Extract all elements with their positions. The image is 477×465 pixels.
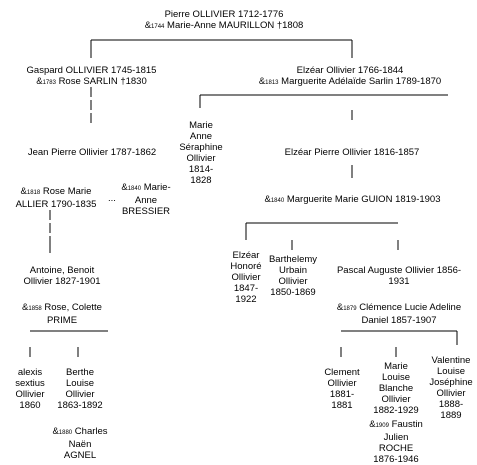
spouse-name: Marguerite Adélaïde Sarlin 1789-1870 <box>281 76 442 87</box>
marriage-clemence-lucie-adeline-daniel: &1879 Clémence Lucie Adeline Daniel 1857… <box>336 302 462 326</box>
marriage-year: 1840 <box>127 186 142 192</box>
node-marie-louise-blanche-ollivier: Marie Louise Blanche Ollivier 1882-1929 <box>373 361 419 416</box>
node-berthe-louise-ollivier: Berthe Louise Ollivier 1863-1892 <box>57 367 103 411</box>
marriage-rose-marie-allier: &1818 Rose Marie ALLIER 1790-1835 <box>15 186 97 210</box>
node-elzear-honore-ollivier: Elzéar Honoré Ollivier 1847- 1922 <box>230 250 262 305</box>
person-name: Elzéar Ollivier 1766-1844 <box>296 65 404 76</box>
marriage-rose-colette-prime: &1858 Rose, Colette PRIME <box>22 302 102 326</box>
marriage-marguerite-marie-guion: &1840 Marguerite Marie GUION 1819-1903 <box>264 194 441 205</box>
marriage-year: 1858 <box>28 306 42 312</box>
node-pascal-auguste-ollivier: Pascal Auguste Ollivier 1856- 1931 <box>336 265 462 287</box>
node-gaspard-ollivier: Gaspard OLLIVIER 1745-1815 &1783 Rose SA… <box>0 65 183 89</box>
marriage-line: &1813 Marguerite Adélaïde Sarlin 1789-18… <box>258 76 442 87</box>
ellipsis: ... <box>108 193 116 204</box>
node-valentine-louise-josephine-ollivier: Valentine Louise Joséphine Ollivier 1888… <box>429 355 473 421</box>
spouse-name: Rose SARLIN †1830 <box>58 76 147 87</box>
marriage-charles-naen-agnel: &1880 Charles Naën AGNEL <box>52 426 108 461</box>
node-pierre-ollivier: Pierre OLLIVIER 1712-1776 &1744 Marie-An… <box>131 9 317 33</box>
node-clement-ollivier: Clement Ollivier 1881- 1881 <box>324 367 360 411</box>
marriage-year: 1840 <box>270 198 285 204</box>
marriage-year: 1744 <box>151 24 165 30</box>
marriage-faustin-julien-roche: &1909 Faustin Julien ROCHE 1876-1946 <box>369 419 423 465</box>
marriage-marie-anne-bressier: &1840 Marie- Anne BRESSIER <box>121 182 171 217</box>
node-elzear-pierre-ollivier: Elzéar Pierre Ollivier 1816-1857 <box>262 147 442 158</box>
marriage-year: 1879 <box>343 306 357 312</box>
person-name: Gaspard OLLIVIER 1745-1815 <box>26 65 157 76</box>
marriage-year: 1880 <box>58 430 73 436</box>
marriage-line: &1744 Marie-Anne MAURILLON †1808 <box>144 20 304 31</box>
node-alexis-sextius-ollivier: alexis sextius Ollivier 1860 <box>15 367 45 411</box>
marriage-line: &1783 Rose SARLIN †1830 <box>36 76 147 87</box>
node-elzear-ollivier-1766: Elzéar Ollivier 1766-1844 &1813 Margueri… <box>220 65 477 89</box>
spouse-name: Marie-Anne MAURILLON †1808 <box>167 20 304 31</box>
marriage-year: 1783 <box>42 80 56 86</box>
marriage-year: 1813 <box>265 80 279 86</box>
node-barthelemy-urbain-ollivier: Barthelemy Urbain Ollivier 1850-1869 <box>268 254 318 298</box>
node-antoine-benoit-ollivier: Antoine, Benoit Ollivier 1827-1901 <box>23 265 101 287</box>
node-marie-anne-seraphine: Marie Anne Séraphine Ollivier 1814- 1828 <box>179 120 223 186</box>
spouse-name: Marguerite Marie GUION 1819-1903 <box>286 194 441 205</box>
person-name: Pierre OLLIVIER 1712-1776 <box>164 9 284 20</box>
node-jean-pierre-ollivier: Jean Pierre Ollivier 1787-1862 <box>8 147 176 158</box>
marriage-year: 1909 <box>375 423 389 429</box>
marriage-year: 1818 <box>26 190 41 196</box>
person-name: Elzéar Pierre Ollivier 1816-1857 <box>284 147 420 158</box>
person-name: Jean Pierre Ollivier 1787-1862 <box>27 147 157 158</box>
